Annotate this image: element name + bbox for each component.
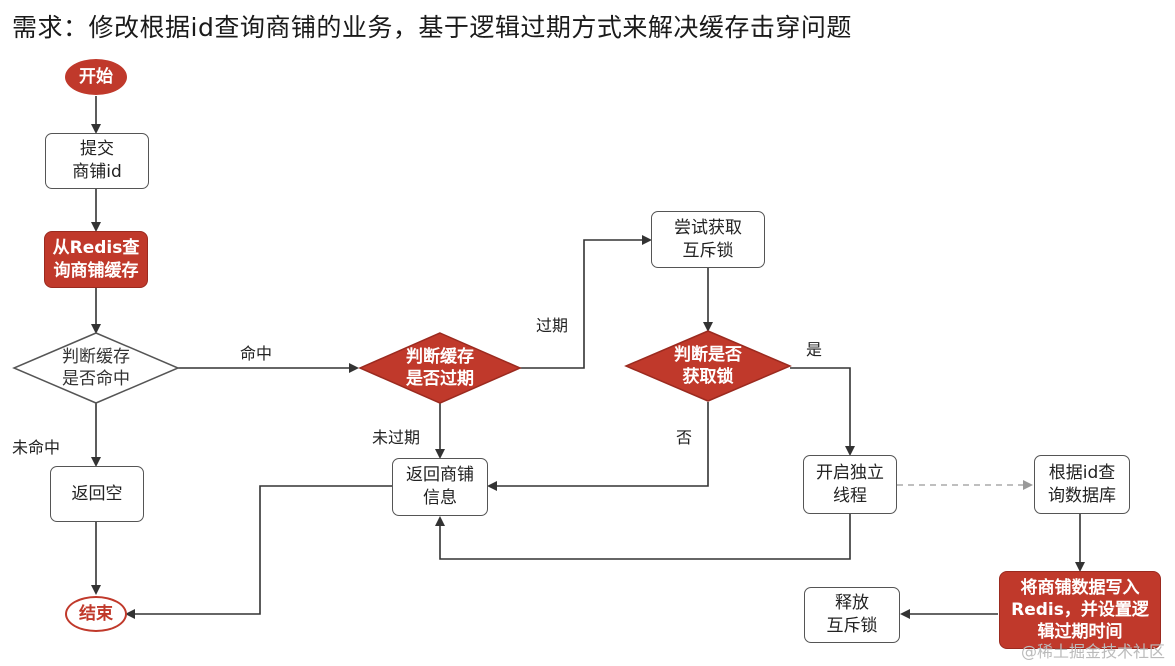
end-node: 结束: [65, 596, 127, 632]
decision-got-lock: [624, 330, 792, 402]
release-lock-line-2: 互斥锁: [826, 616, 878, 636]
edge-label-miss: 未命中: [12, 438, 61, 457]
got-lock-label: 判断是否获取锁: [648, 344, 768, 388]
try-lock-line-1: 尝试获取: [674, 217, 742, 238]
new-thread-line-1: 开启独立: [816, 462, 884, 483]
edge-label-no: 否: [676, 428, 693, 447]
watermark: @稀土掘金技术社区: [1020, 642, 1165, 661]
submit-line-1: 提交: [79, 139, 114, 159]
edge-gotlock-newthread: [790, 367, 855, 456]
return-info-node: 返回商铺信息: [392, 458, 488, 516]
edge-label-yes: 是: [806, 340, 823, 359]
query-redis-node: 从Redis查询商铺缓存: [44, 231, 148, 288]
try-lock-line-2: 互斥锁: [682, 240, 734, 261]
query-db-line-2: 询数据库: [1048, 485, 1116, 506]
end-label: 结束: [79, 603, 113, 624]
query-redis-line-2: 询商铺缓存: [53, 260, 139, 281]
expired-line-1: 判断缓存: [406, 347, 474, 367]
return-empty-label: 返回空: [71, 483, 123, 504]
submit-node: 提交商铺id: [45, 133, 149, 189]
release-lock-node: 释放互斥锁: [804, 587, 900, 643]
edge-newthread-return: [435, 514, 851, 560]
return-info-line-2: 信息: [423, 488, 457, 508]
expired-label: 判断缓存是否过期: [380, 346, 500, 390]
edge-label-expired: 过期: [536, 316, 569, 335]
edge-label-not-expired: 未过期: [372, 428, 421, 447]
query-redis-line-1: 从Redis查: [52, 237, 140, 258]
edge-label-hit: 命中: [240, 344, 273, 363]
edge-gotlock-return: [487, 402, 709, 491]
start-label: 开始: [79, 66, 113, 87]
return-empty-node: 返回空: [50, 466, 144, 522]
query-db-node: 根据id查询数据库: [1034, 455, 1130, 514]
release-lock-line-1: 释放: [835, 593, 869, 613]
start-node: 开始: [65, 59, 127, 95]
return-info-line-1: 返回商铺: [406, 465, 474, 485]
query-db-line-1: 根据id查: [1048, 462, 1116, 483]
new-thread-line-2: 线程: [833, 485, 867, 506]
write-redis-line-3: 辑过期时间: [1037, 622, 1123, 642]
hit-cache-label: 判断缓存是否命中: [36, 346, 156, 390]
try-lock-node: 尝试获取互斥锁: [651, 211, 765, 268]
hit-cache-line-2: 是否命中: [62, 369, 130, 389]
decision-expired: [358, 332, 522, 404]
edge-expired-trylock: [520, 235, 652, 369]
got-lock-line-1: 判断是否: [674, 345, 742, 365]
submit-line-2: 商铺id: [72, 162, 122, 182]
new-thread-node: 开启独立线程: [803, 455, 897, 514]
write-redis-line-1: 将商铺数据写入: [1020, 578, 1140, 598]
got-lock-line-2: 获取锁: [682, 367, 734, 387]
write-redis-line-2: Redis，并设置逻: [1011, 600, 1149, 620]
decision-hit-cache: [12, 332, 180, 404]
hit-cache-line-1: 判断缓存: [62, 347, 130, 367]
edge-return-end: [125, 485, 392, 619]
page-title: 需求：修改根据id查询商铺的业务，基于逻辑过期方式来解决缓存击穿问题: [12, 13, 852, 42]
expired-line-2: 是否过期: [406, 369, 474, 389]
